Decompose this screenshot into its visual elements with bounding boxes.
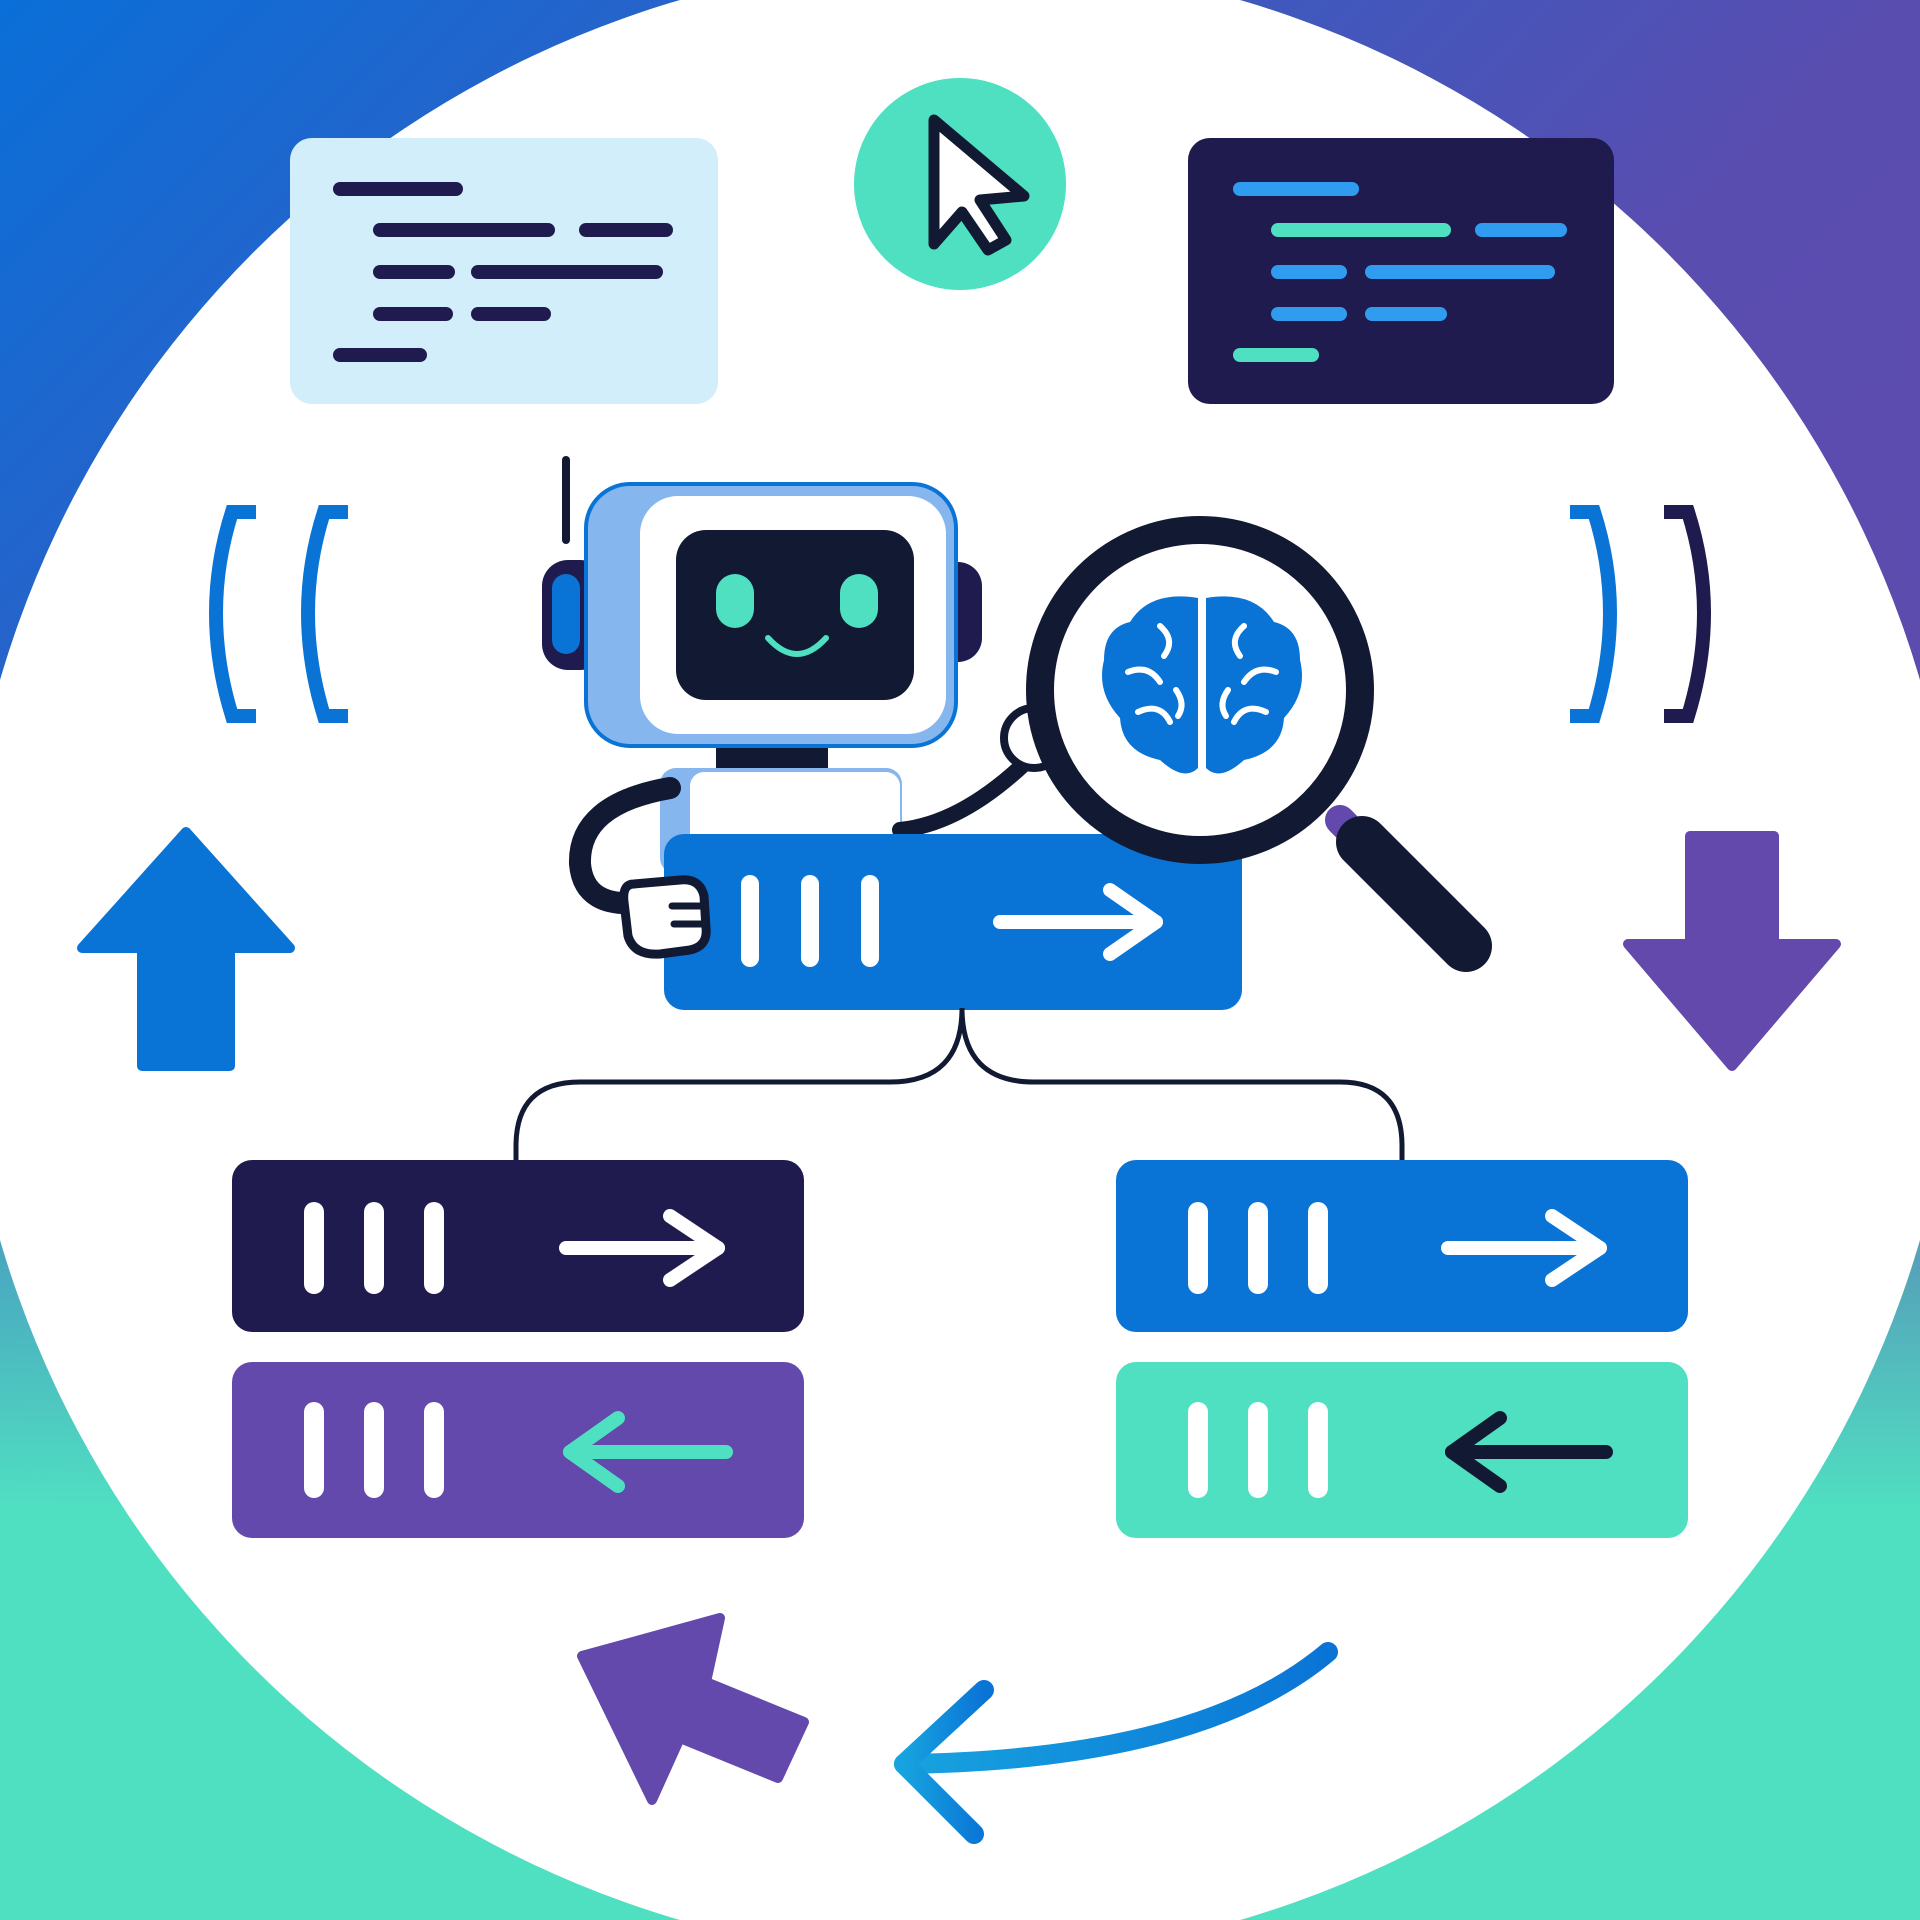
left-block-bottom[interactable] (232, 1362, 804, 1538)
right-brackets-icon (1570, 505, 1711, 723)
pointer-arrow-icon (577, 1613, 809, 1805)
connector-lines (513, 1007, 1405, 1162)
curved-arrow-icon (894, 1642, 1338, 1844)
code-card-dark (1188, 138, 1614, 404)
up-arrow-icon (77, 827, 295, 1071)
brain-icon (1102, 596, 1302, 774)
document-card-light (290, 138, 718, 404)
down-arrow-icon (1623, 831, 1841, 1071)
robot-icon (542, 456, 1068, 915)
magnifying-glass-icon (1026, 516, 1492, 972)
right-block-bottom[interactable] (1116, 1362, 1688, 1538)
robot-held-block[interactable] (619, 834, 1242, 1010)
left-block-top[interactable] (232, 1160, 804, 1332)
cursor-icon (854, 78, 1066, 290)
left-brackets-icon (209, 505, 348, 723)
right-block-top[interactable] (1116, 1160, 1688, 1332)
